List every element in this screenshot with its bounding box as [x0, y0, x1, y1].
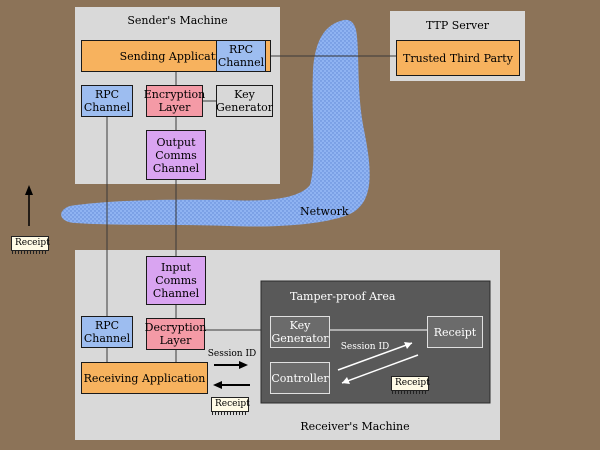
receipt-tear-edge	[212, 412, 248, 415]
receipt-tear-edge	[392, 391, 428, 394]
receipt-left-arrow-head	[213, 381, 222, 389]
left-receipt-tag: Receipt	[11, 236, 50, 254]
receiver-receipt-tag: Receipt	[211, 397, 250, 415]
left-receipt-text: Receipt	[15, 238, 50, 248]
session-id-arrow	[337, 342, 413, 371]
session-id-arrow-head	[404, 342, 412, 349]
receipt-flow-arrow-head	[342, 377, 350, 384]
tamper-area-title: Tamper-proof Area	[290, 290, 396, 303]
upward-arrow-head	[25, 185, 33, 195]
output-comms-channel-box: Output Comms Channel	[146, 130, 206, 180]
trusted-third-party-box: Trusted Third Party	[396, 40, 520, 76]
tamper-receipt-box: Receipt	[427, 316, 483, 348]
receiving-application-box: Receiving Application	[81, 362, 208, 394]
sender-machine-title: Sender's Machine	[127, 14, 228, 27]
sender-rpc-channel-top: RPC Channel	[216, 40, 266, 72]
network-river	[61, 19, 370, 227]
session-id-right-arrow-head	[239, 361, 248, 369]
receipt-flow-arrow	[341, 354, 419, 384]
encryption-layer-box: Encryption Layer	[144, 85, 205, 117]
tamper-session-id-label: Session ID	[340, 342, 390, 352]
input-comms-channel-box: Input Comms Channel	[146, 256, 206, 305]
sender-rpc-channel-left: RPC Channel	[81, 85, 133, 117]
receipt-tear-edge	[12, 251, 48, 254]
receiver-machine-title: Receiver's Machine	[300, 420, 410, 433]
receiver-rpc-channel-box: RPC Channel	[81, 316, 133, 348]
decryption-layer-box: Decryption Layer	[145, 318, 206, 350]
sender-key-generator-box: Key Generator	[216, 85, 273, 117]
network-label: Network	[300, 205, 349, 218]
ttp-server-title: TTP Server	[425, 19, 490, 32]
receiver-receipt-text: Receipt	[215, 399, 250, 409]
tamper-key-generator-box: Key Generator	[270, 316, 330, 348]
session-id-label: Session ID	[207, 349, 257, 359]
tamper-receipt-text: Receipt	[395, 378, 430, 388]
tamper-receipt-tag: Receipt	[391, 376, 430, 394]
controller-box: Controller	[270, 362, 330, 394]
